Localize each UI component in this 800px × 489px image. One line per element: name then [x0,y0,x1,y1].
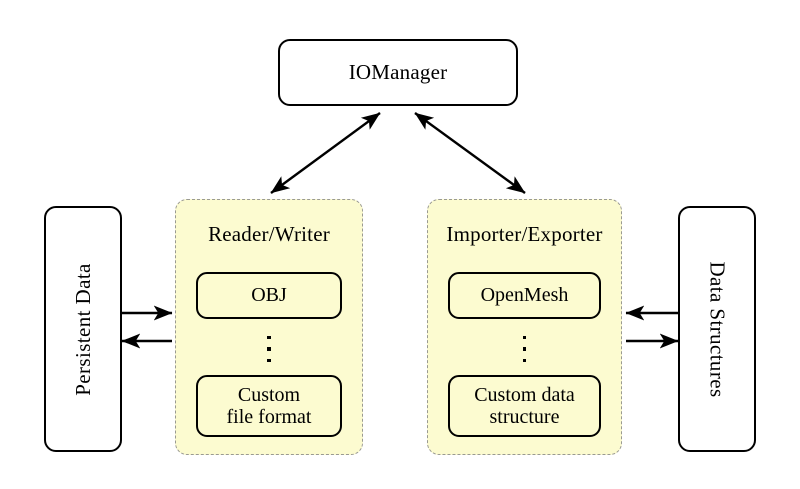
connector-manager-readerwriter [270,112,381,194]
node-data-structures[interactable]: Data Structures [678,206,756,452]
ellipsis-importer-exporter [428,328,621,370]
item-custom-data-structure-line1: Custom data [474,383,575,406]
item-custom-data-structure-label: Custom data structure [474,384,575,429]
item-custom-file-format-line1: Custom [237,383,301,406]
item-custom-file-format-label: Custom file format [227,384,312,429]
item-custom-data-structure-line2: structure [489,406,560,428]
item-custom-file-format[interactable]: Custom file format [196,375,342,437]
group-reader-writer-title: Reader/Writer [208,222,330,246]
item-openmesh-label: OpenMesh [480,284,569,307]
node-persistent-data[interactable]: Persistent Data [44,206,122,452]
connector-manager-importerexporter [414,112,526,194]
node-data-structures-label: Data Structures [705,260,730,398]
group-importer-exporter-title: Importer/Exporter [446,222,603,246]
node-iomanager-label: IOManager [348,60,448,84]
group-importer-exporter[interactable]: Importer/Exporter OpenMesh Custom data s… [427,199,622,455]
item-custom-data-structure[interactable]: Custom data structure [448,375,601,437]
item-openmesh[interactable]: OpenMesh [448,272,601,319]
item-obj-label: OBJ [251,284,287,307]
item-custom-file-format-line2: file format [226,406,312,428]
item-obj[interactable]: OBJ [196,272,342,319]
ellipsis-reader-writer [176,328,362,370]
group-reader-writer[interactable]: Reader/Writer OBJ Custom file format [175,199,363,455]
node-persistent-data-label: Persistent Data [70,262,95,396]
node-iomanager[interactable]: IOManager [278,39,518,106]
